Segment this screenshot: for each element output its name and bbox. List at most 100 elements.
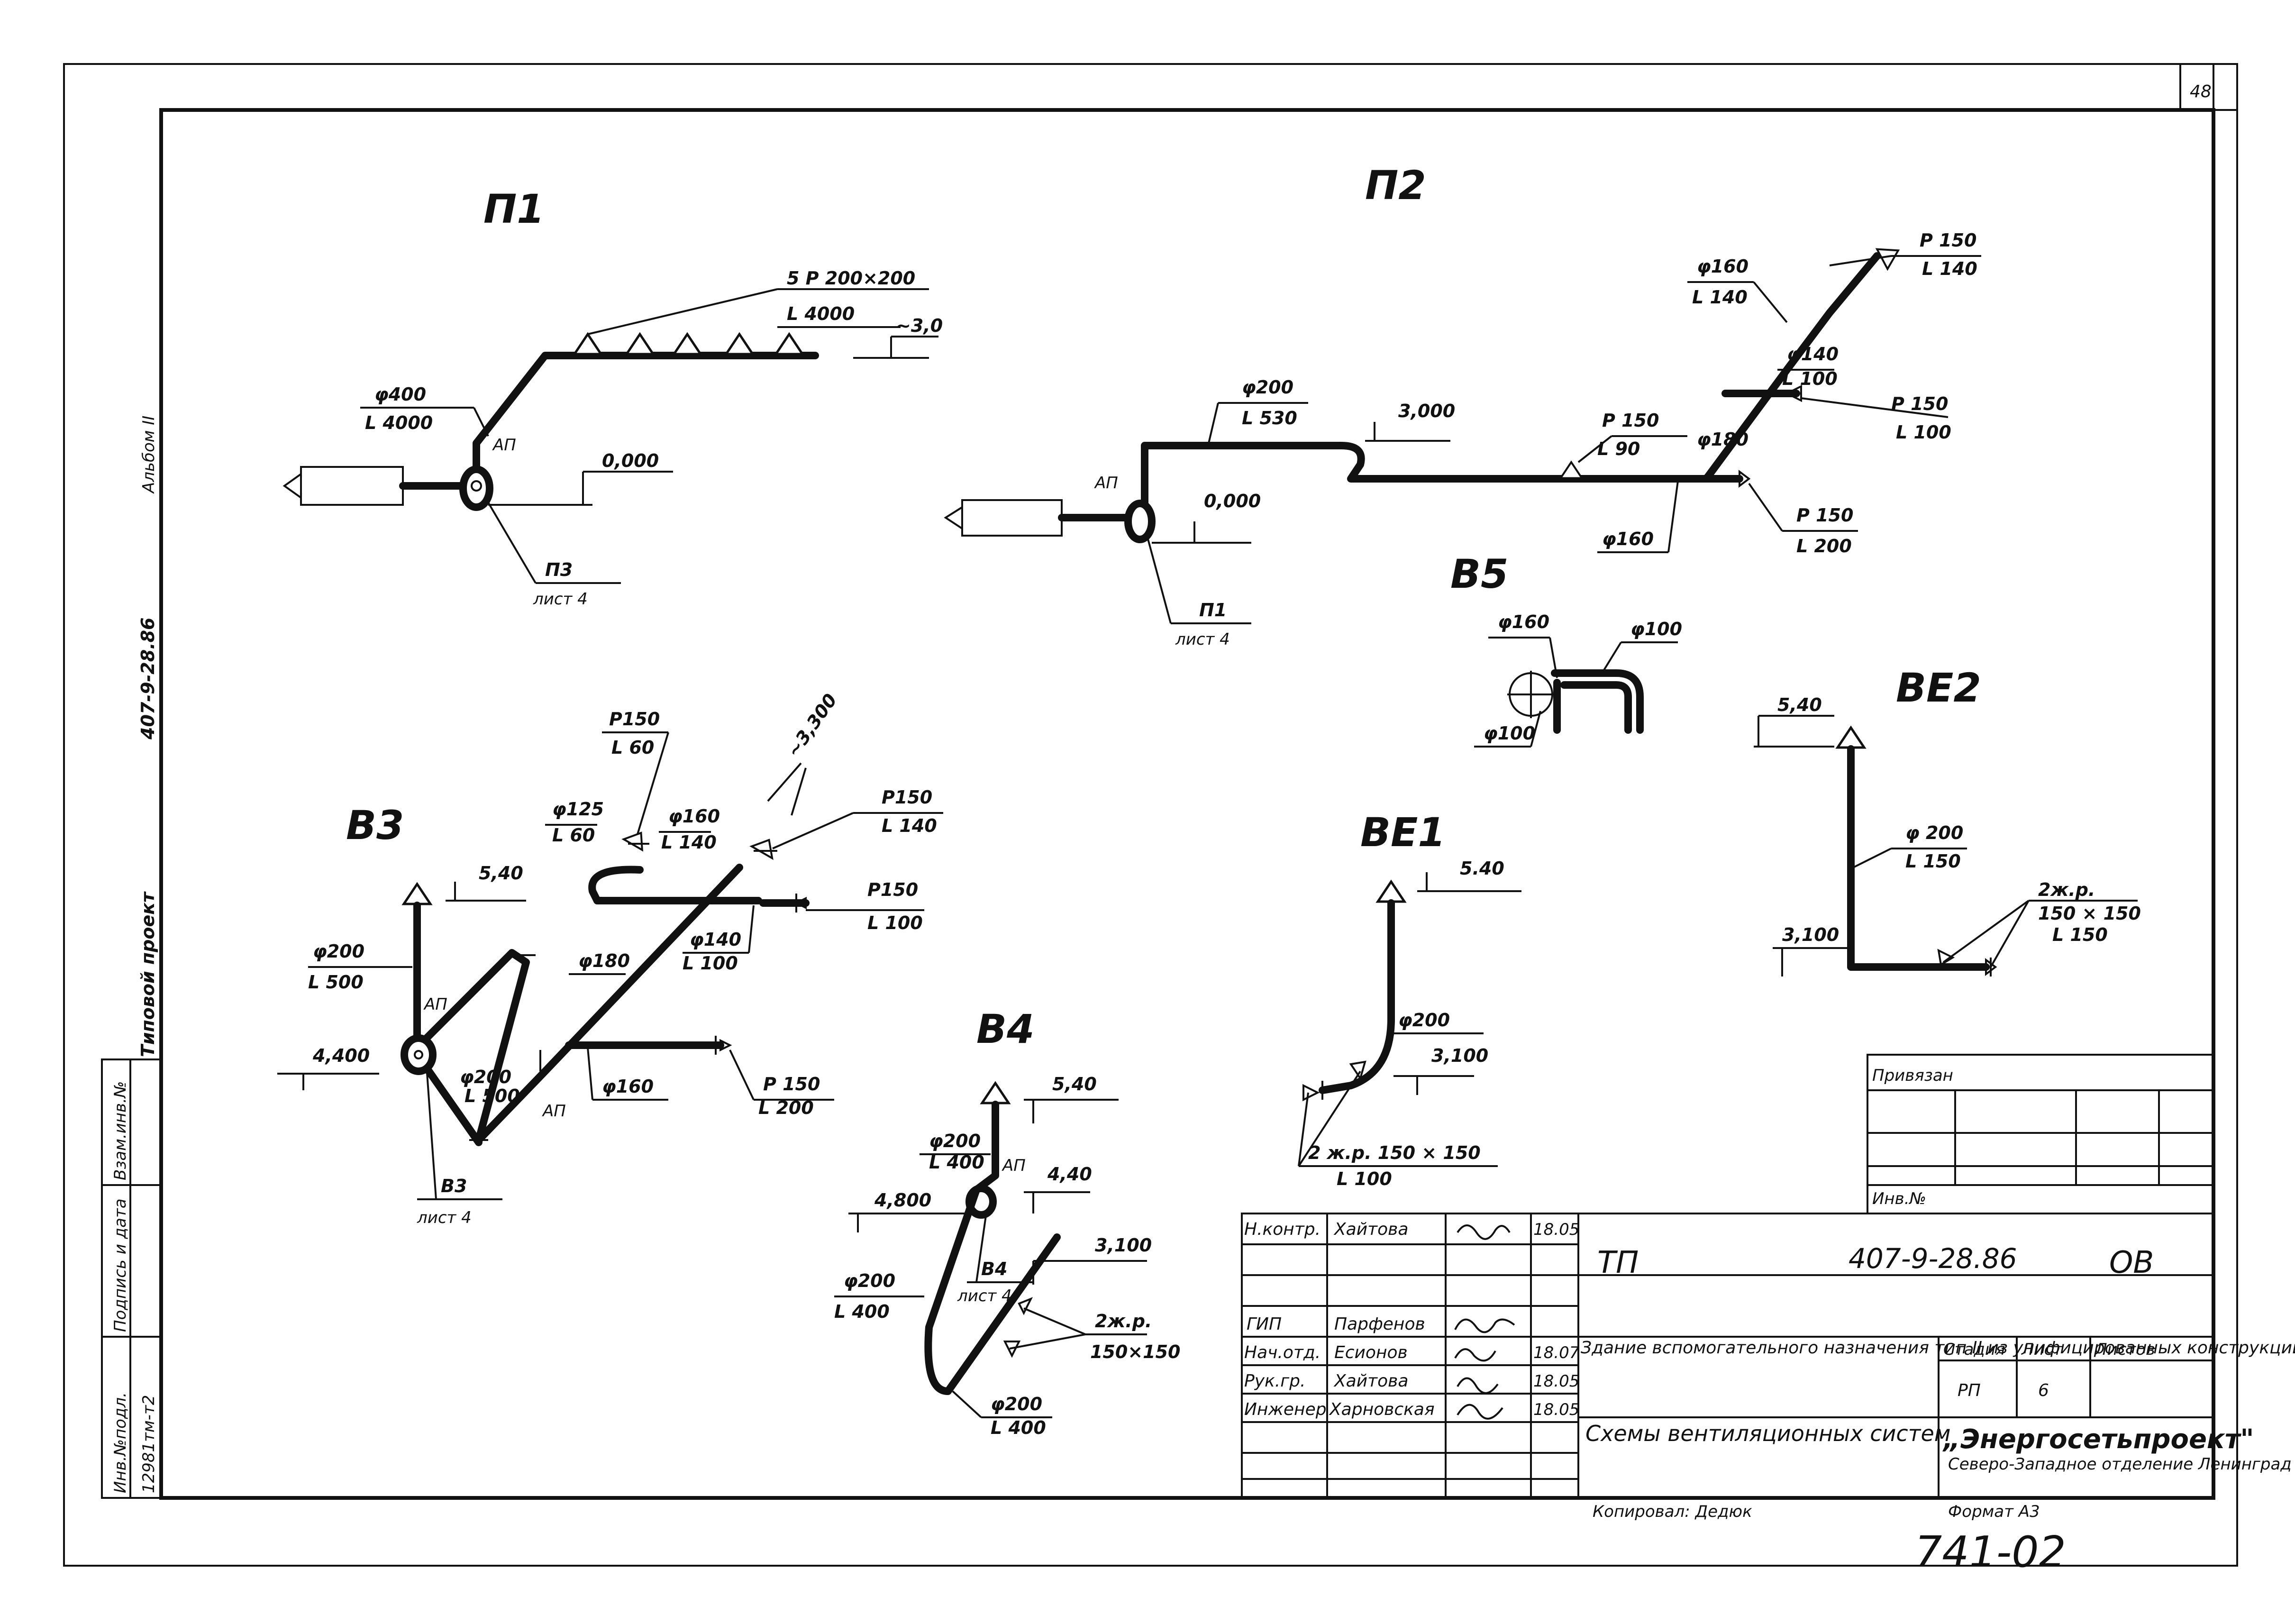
tb-sheets-label: Листов (2094, 1340, 2155, 1359)
b4-ref-sheet: лист 4 (957, 1286, 1012, 1305)
tb-sheet-label: Лист (2021, 1340, 2063, 1359)
tb-building: Здание вспомогательного назначения тип I… (1581, 1338, 2295, 1358)
tb-role-6: Инженер (1244, 1400, 1327, 1419)
b3-valve: АП (423, 995, 447, 1014)
be1-duct: φ200 (1398, 1010, 1450, 1031)
b4-duct2: φ200 (844, 1270, 895, 1291)
b3-title: В3 (346, 802, 404, 848)
tb-name-6: Харновская (1329, 1400, 1435, 1419)
side-project-type: Типовой проект (137, 891, 158, 1057)
outer-frame (63, 63, 2238, 1567)
tb-stage-label: Стадия (1943, 1340, 2005, 1359)
be1-elev-top: 5.40 (1460, 858, 1504, 879)
be2-grilles: 2ж.р. (2038, 879, 2095, 900)
b3-t2-l: L 100 (867, 912, 923, 933)
system-be2: ВЕ2 5,40 φ 200 L 150 2ж.р. 150 × 150 L 1… (1754, 665, 2141, 976)
tb-name-5: Хайтова (1333, 1371, 1408, 1391)
b4-duct2-l: L 400 (834, 1301, 890, 1322)
p2-t1: Р 150 (1920, 230, 1976, 251)
be2-duct: φ 200 (1905, 822, 1963, 843)
tb-org: „Энергосетьпроект" (1942, 1424, 2254, 1455)
be1-title: ВЕ1 (1360, 809, 1446, 856)
tb-linked: Привязан (1872, 1066, 1953, 1085)
title-block: Привязан Инв.№ Н.контр. Хайтова 18.05 ГИ… (1241, 1054, 2295, 1521)
p2-d2: φ180 (1697, 429, 1749, 450)
p2-ref-sheet: лист 4 (1175, 630, 1230, 649)
side-field3: Инв.№подл. (111, 1392, 130, 1493)
be2-grille-size: 150 × 150 (2038, 903, 2141, 924)
p2-t3-l: L 90 (1597, 438, 1640, 459)
b4-duct1: φ200 (929, 1131, 981, 1151)
be1-grille-l: L 100 (1337, 1168, 1392, 1189)
b3-d180: φ180 (578, 950, 630, 971)
tb-org-branch: Северо-Западное отделение Ленинград (1948, 1455, 2292, 1474)
tb-name-3: Парфенов (1334, 1314, 1425, 1334)
p1-duct: φ400 (374, 384, 426, 405)
stamp-bottom: 741-02 (1915, 1527, 2066, 1577)
b3-g1: Р150 (609, 709, 660, 730)
b3-valve2: АП (542, 1102, 566, 1121)
b3-t3: Р 150 (763, 1074, 820, 1095)
p1-ref-sheet: лист 4 (533, 590, 588, 609)
p2-title: П2 (1365, 162, 1426, 209)
tb-date-4: 18.07 (1533, 1343, 1580, 1362)
system-b5: В5 φ160 φ100 φ100 (1450, 551, 1682, 748)
b3-d200: φ200 (460, 1067, 511, 1087)
b3-d140-l: L 100 (683, 953, 738, 974)
b5-title: В5 (1450, 551, 1508, 597)
p2-d3: φ160 (1602, 529, 1654, 549)
side-field3-value: 12981тм-т2 (139, 1395, 158, 1493)
tb-code: 407-9-28.86 (1849, 1242, 2017, 1275)
svg-text:Здание вспомогательного назнач: Здание вспомогательного назначения тип I… (1581, 1338, 2295, 1358)
tb-name-0: Хайтова (1333, 1220, 1408, 1239)
p2-ref: П1 (1199, 600, 1227, 620)
be1-grilles: 2 ж.р. 150 × 150 (1308, 1142, 1481, 1163)
b5-d1: φ160 (1498, 611, 1549, 632)
p2-g2: φ140 (1787, 344, 1839, 365)
p1-grille: 5 Р 200×200 (787, 268, 915, 289)
b4-elev-low: 3,100 (1095, 1235, 1152, 1256)
b4-ref: В4 (981, 1259, 1007, 1279)
tb-date-5: 18.05 (1533, 1372, 1579, 1391)
be2-elev-low: 3,100 (1782, 924, 1839, 945)
b3-t1: Р150 (882, 787, 932, 808)
p2-valve: АП (1094, 474, 1118, 493)
b3-d160: φ160 (602, 1076, 654, 1097)
b3-elev-hi: ~3,300 (783, 690, 841, 761)
p1-grille-l: L 4000 (787, 303, 855, 324)
tb-section: ОВ (2109, 1245, 2154, 1280)
p2-t2-l: L 100 (1896, 422, 1951, 443)
b3-ref: В3 (441, 1176, 467, 1196)
b5-d3: φ100 (1484, 723, 1535, 744)
b3-d140: φ140 (690, 929, 741, 950)
tb-format: Формат А3 (1948, 1502, 2040, 1521)
tb-tp: ТП (1597, 1245, 1639, 1280)
b4-grilles: 2ж.р. (1095, 1311, 1152, 1332)
tb-inv-no: Инв.№ (1872, 1189, 1926, 1208)
be2-duct-l: L 150 (1905, 851, 1961, 872)
b4-valve: АП (1002, 1156, 1026, 1175)
p1-title: П1 (483, 186, 545, 232)
p2-g1: φ160 (1697, 256, 1749, 277)
side-field1: Взам.инв.№ (111, 1081, 130, 1180)
system-be1: ВЕ1 5.40 φ200 3,100 2 ж.р. 150 × 150 L 1… (1298, 809, 1521, 1189)
b4-elev-mid: 4,40 (1047, 1164, 1092, 1185)
system-b4: В4 5,40 φ200 L 400 АП 4,40 4,800 В4 лист… (834, 1006, 1180, 1438)
b4-elev-left: 4,800 (874, 1190, 931, 1211)
p2-t4: Р 150 (1796, 505, 1853, 526)
p1-elev-top: ~3,0 (896, 315, 943, 336)
p2-t3: Р 150 (1602, 410, 1659, 431)
side-strip: Типовой проект 407-9-28.86 Альбом II Вза… (101, 416, 162, 1499)
b3-ref-sheet: лист 4 (417, 1208, 472, 1227)
p2-elev0: 0,000 (1204, 491, 1261, 511)
system-p2: П2 φ200 L 530 3,000 АП 0,000 П1 лист 4 φ… (944, 162, 1981, 649)
b5-d2: φ100 (1630, 619, 1682, 639)
b3-elev-mid: 4,400 (312, 1045, 370, 1066)
b3-t2: Р150 (867, 879, 918, 900)
b3-duct: φ200 (313, 941, 364, 962)
p2-t4-l: L 200 (1796, 536, 1852, 557)
p2-t1-l: L 140 (1922, 258, 1977, 279)
system-b3: В3 5,40 φ200 L 500 АП 4,400 Р150 L 60 (277, 690, 943, 1227)
tb-date-0: 18.05 (1533, 1220, 1579, 1239)
